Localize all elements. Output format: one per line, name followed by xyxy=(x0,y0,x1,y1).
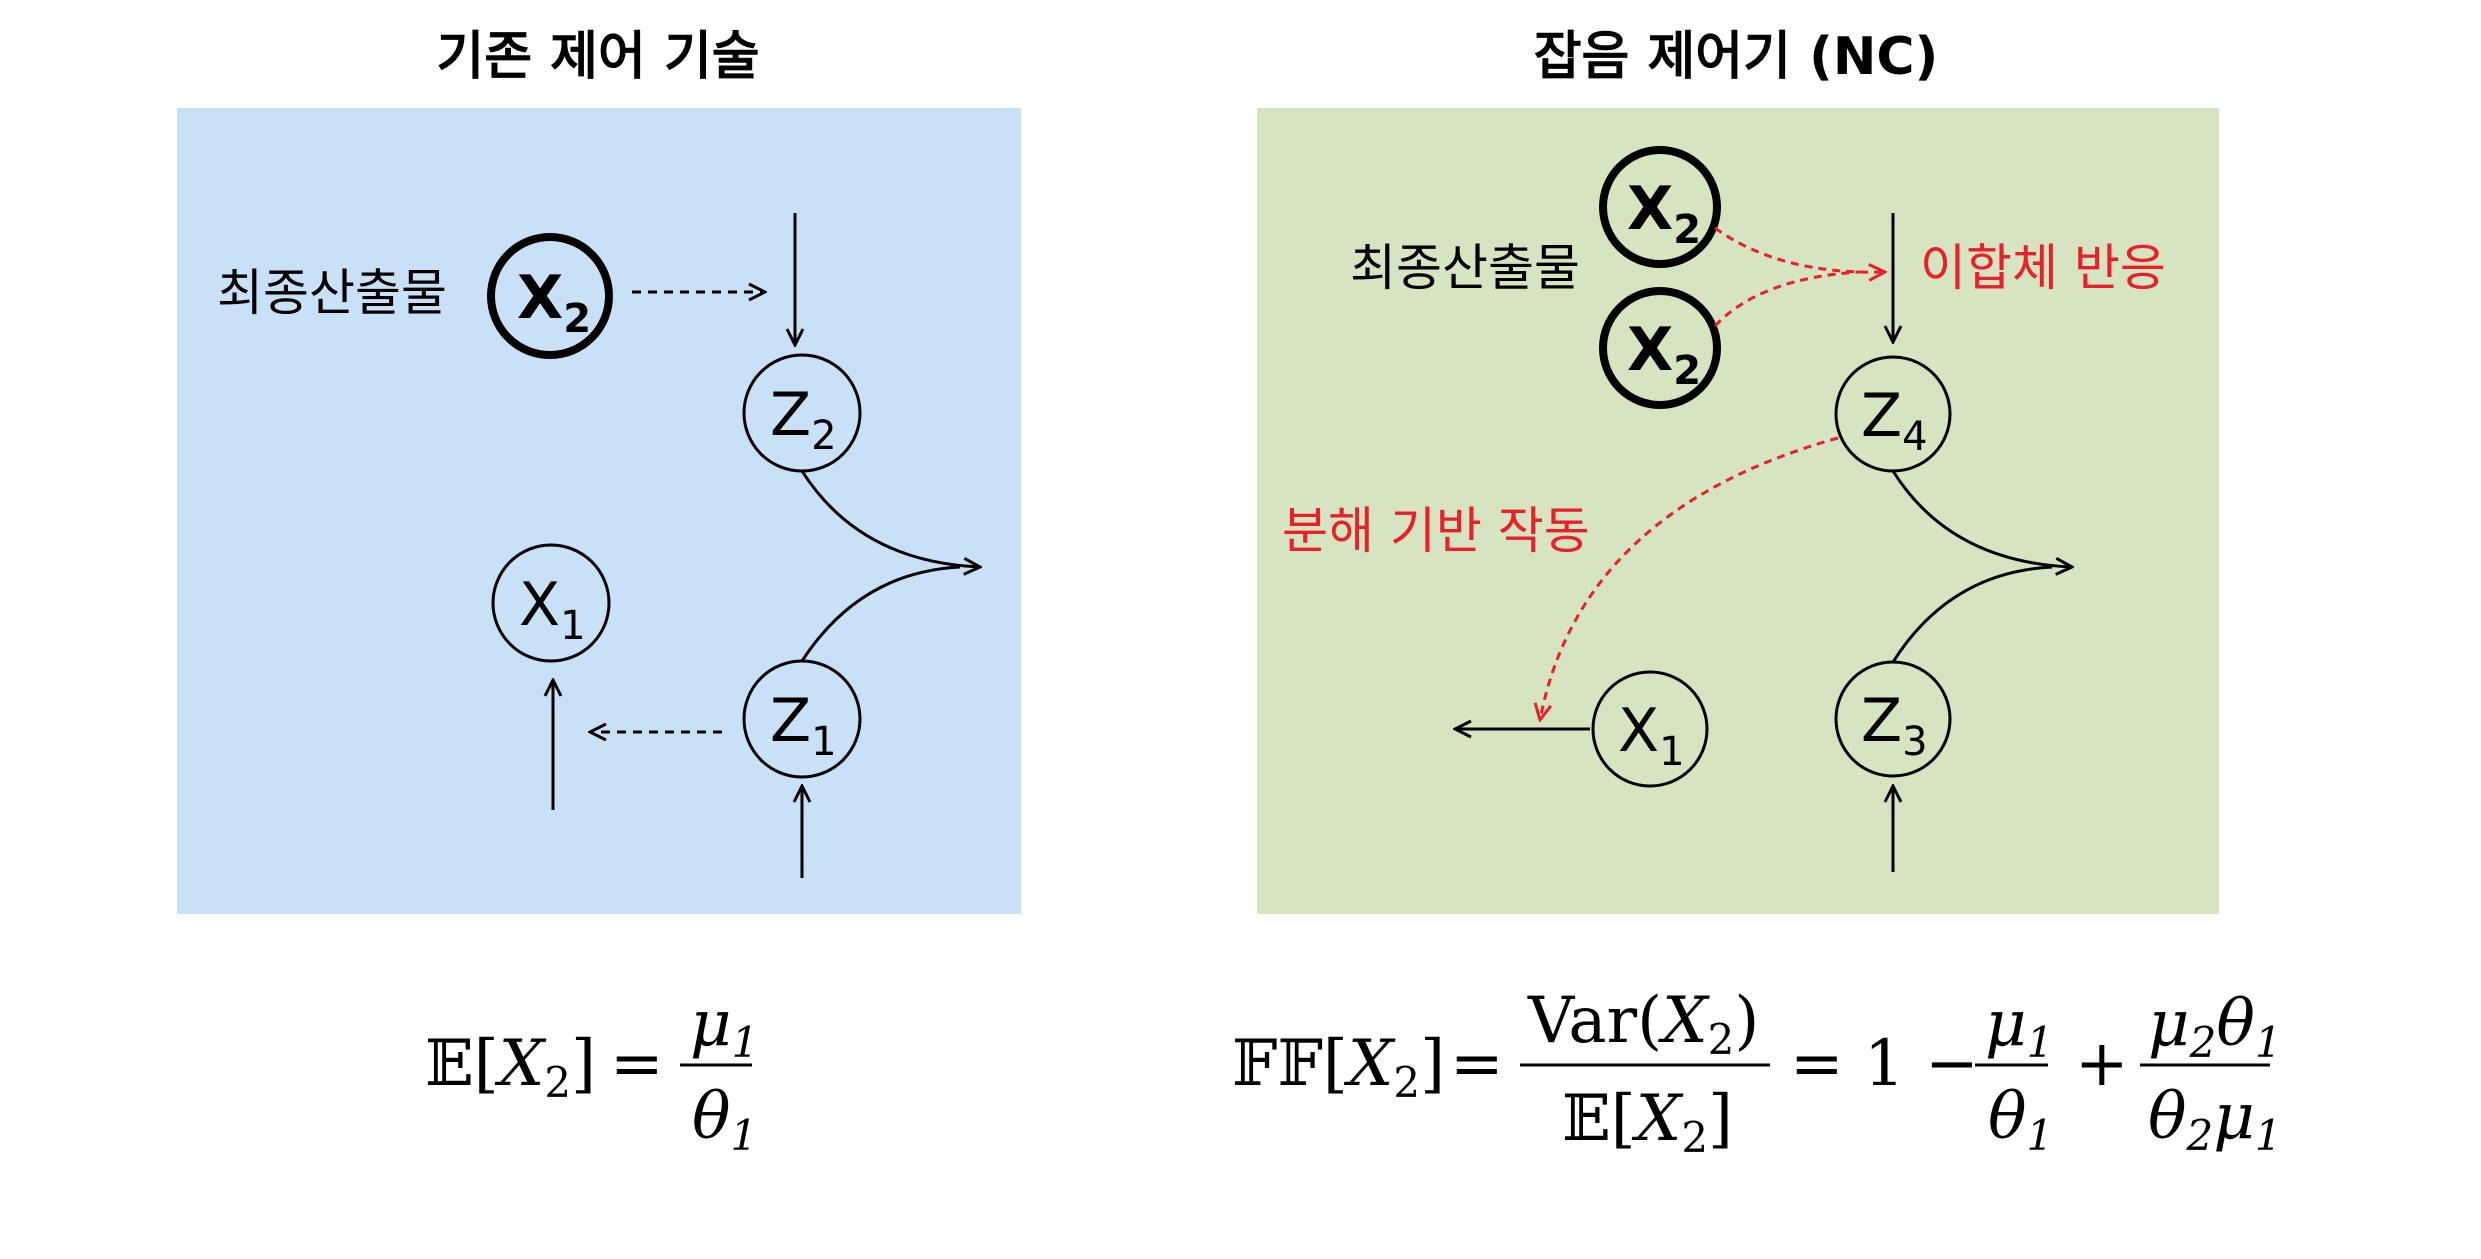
right-dimer-dashed-curve-bottom xyxy=(1713,270,1861,328)
left-panel: 기존 제어 기술 최종산출물 X2 Z2 X1 xyxy=(177,27,1021,914)
right-node-x1: X1 xyxy=(1591,670,1709,788)
right-z3-annihilation-curve xyxy=(1891,565,2053,663)
svg-text:Z2: Z2 xyxy=(770,380,837,459)
left-eq-denominator: θ1 xyxy=(692,1080,757,1160)
left-equation: 𝔼[X2] = μ1 θ1 xyxy=(425,987,758,1160)
left-panel-background xyxy=(177,108,1021,914)
right-panel-title: 잡음 제어기 (NC) xyxy=(1534,27,1939,87)
svg-text:X2: X2 xyxy=(1627,315,1701,394)
right-equation: 𝔽𝔽[X2] = Var(X2) 𝔼[X2] = 1 − μ1 θ1 + μ2θ… xyxy=(1232,984,2282,1162)
right-node-x2-top: X2 xyxy=(1599,146,1721,268)
svg-text:X2: X2 xyxy=(517,263,591,342)
right-eq-frac2-numerator: μ1 xyxy=(1985,987,2053,1067)
left-product-label: 최종산출물 xyxy=(217,264,447,322)
left-z1-annihilation-curve xyxy=(800,565,961,662)
right-node-z4: Z4 xyxy=(1834,355,1952,473)
left-z2-annihilation-curve xyxy=(800,470,980,567)
svg-text:Z1: Z1 xyxy=(770,686,837,765)
right-eq-frac1-numerator: Var(X2) xyxy=(1527,984,1759,1064)
right-node-x2-bottom: X2 xyxy=(1599,287,1721,409)
left-panel-title: 기존 제어 기술 xyxy=(436,27,759,87)
right-eq-frac3-denominator: θ2μ1 xyxy=(2148,1080,2282,1160)
svg-text:X1: X1 xyxy=(1618,696,1685,775)
svg-text:X2: X2 xyxy=(1627,174,1701,253)
right-eq-frac2-denominator: θ1 xyxy=(1988,1080,2053,1160)
right-eq-equals: = xyxy=(1450,1027,1504,1101)
right-eq-frac1-denominator: 𝔼[X2] xyxy=(1562,1082,1733,1162)
left-eq-equals: = xyxy=(610,1027,664,1101)
svg-text:Z4: Z4 xyxy=(1861,381,1928,460)
left-node-x1: X1 xyxy=(491,543,611,663)
right-dimer-dashed-arrow-top xyxy=(1714,226,1885,272)
right-eq-equals-one-minus: = 1 − xyxy=(1790,1027,1979,1101)
right-eq-plus: + xyxy=(2075,1027,2129,1101)
left-node-x2: X2 xyxy=(487,233,613,359)
right-degradation-dashed-arrow xyxy=(1540,436,1839,720)
svg-text:Z3: Z3 xyxy=(1861,686,1928,765)
right-panel: 잡음 제어기 (NC) 최종산출물 X2 X2 이합체 반응 Z4 xyxy=(1257,27,2219,914)
right-degradation-label: 분해 기반 작동 xyxy=(1282,502,1590,560)
left-eq-numerator: μ1 xyxy=(690,987,758,1067)
right-eq-lhs: 𝔽𝔽[X2] xyxy=(1232,1027,1445,1107)
right-z4-annihilation-curve xyxy=(1891,470,2072,567)
right-eq-frac3-numerator: μ2θ1 xyxy=(2148,987,2282,1067)
right-panel-background xyxy=(1257,108,2219,914)
right-product-label: 최종산출물 xyxy=(1350,239,1580,297)
left-eq-lhs: 𝔼[X2] xyxy=(425,1027,596,1107)
right-dimer-label: 이합체 반응 xyxy=(1920,239,2166,297)
svg-text:X1: X1 xyxy=(519,570,586,649)
